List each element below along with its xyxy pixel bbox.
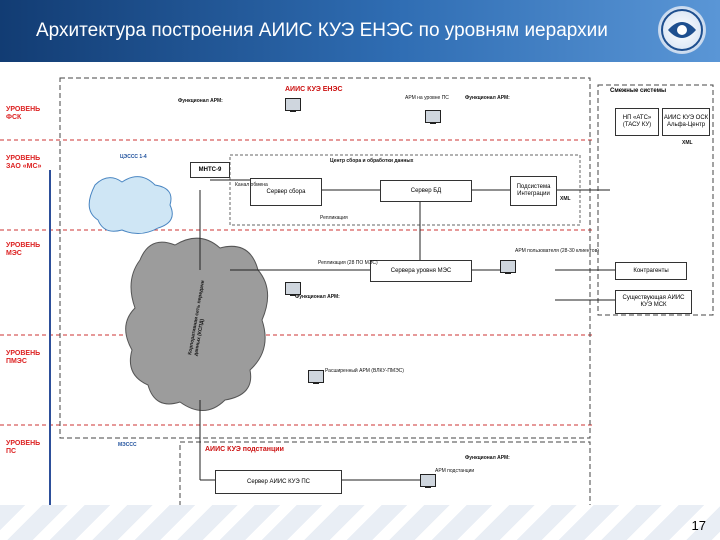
level-fsk-label: УРОВЕНЬ ФСК	[6, 106, 41, 121]
pmes-arm-label: Расширенный АРМ (ВЛКУ-ПМЭС)	[325, 368, 404, 374]
adjacent-xml-label: XML	[682, 140, 693, 146]
mes-arm-label: АРМ пользователя (28-30 клиентов)	[515, 248, 599, 254]
level-mes-label: УРОВЕНЬ МЭС	[6, 242, 41, 257]
arm-top-label: АРМ на уровне ПС	[405, 95, 449, 101]
slide-footer	[0, 505, 720, 540]
section-substation-label: АИИС КУЭ подстанции	[205, 446, 284, 453]
db-server-box: Сервер БД	[380, 180, 472, 202]
arm-mes-monitor-icon	[500, 260, 516, 274]
slide-header: Архитектура построения АИИС КУЭ ЕНЭС по …	[0, 0, 720, 62]
center-title: Центр сбора и обработки данных	[330, 158, 414, 164]
level-pmes-label: УРОВЕНЬ ПМЭС	[6, 350, 41, 365]
ps-arm-label: АРМ подстанции	[435, 468, 475, 474]
xml-label: XML	[560, 196, 571, 202]
section-adjacent-label: Смежные системы	[610, 88, 667, 94]
fsk-functional-title: Функционал АРМ:	[178, 98, 223, 104]
bottom-cloud-label: МЭССС	[118, 442, 137, 448]
ais-kue-msk-box: АИИС КУЭ ОСК Альфа-Центр	[662, 108, 710, 136]
top-cloud-label: ЦЭССС 1-4	[120, 154, 147, 160]
npatc-box: НП «АТС» (ТАСУ КУ)	[615, 108, 659, 136]
mntc-box: МНТС-9	[190, 162, 230, 178]
page-number: 17	[691, 518, 706, 533]
arm-fsk-monitor-icon	[285, 98, 301, 112]
counterparts-box: Контрагенты	[615, 262, 687, 280]
ps-server-box: Сервер АИИС КУЭ ПС	[215, 470, 342, 494]
page-title: Архитектура построения АИИС КУЭ ЕНЭС по …	[36, 20, 608, 41]
arm-mes2-monitor-icon	[285, 282, 301, 296]
arm-functional-title: Функционал АРМ:	[465, 95, 510, 101]
mes-functional-title: Функционал АРМ:	[295, 294, 340, 300]
gateway-label: Канал обмена	[235, 182, 268, 188]
arm-ps-monitor-icon	[420, 474, 436, 488]
level-zao-label: УРОВЕНЬ ЗАО «МС»	[6, 155, 42, 170]
level-ps-label: УРОВЕНЬ ПС	[6, 440, 41, 455]
section-top-label: АИИС КУЭ ЕНЭС	[285, 86, 343, 93]
company-logo-icon	[658, 6, 706, 54]
arm-top-monitor-icon	[425, 110, 441, 124]
existing-system-box: Существующая АИИС КУЭ МСК	[615, 290, 692, 314]
arm-pmes-monitor-icon	[308, 370, 324, 384]
architecture-diagram: УРОВЕНЬ ФСК УРОВЕНЬ ЗАО «МС» УРОВЕНЬ МЭС…	[0, 70, 720, 530]
ps-functional-title: Функционал АРМ:	[465, 455, 510, 461]
mes-servers-box: Сервера уровня МЭС	[370, 260, 472, 282]
integration-box: Подсистема Интеграции	[510, 176, 557, 206]
diagram-lines	[0, 77, 714, 530]
center-replication-label: Репликация	[320, 215, 348, 221]
collect-server-box: Сервер сбора	[250, 178, 322, 206]
mes-replication-label: Репликация (28 ПО МЭС)	[318, 260, 378, 266]
